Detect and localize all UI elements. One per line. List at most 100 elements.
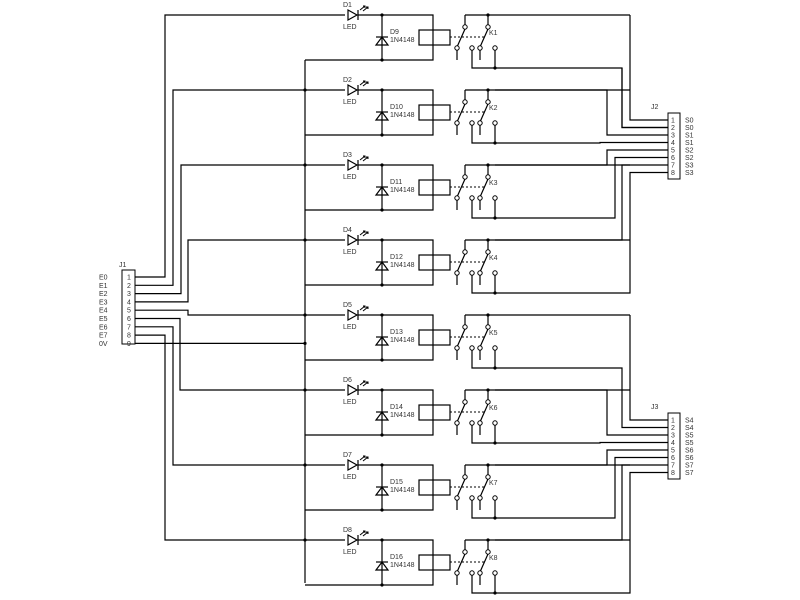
coil-loop xyxy=(305,314,434,361)
contact-terminal xyxy=(462,249,468,255)
contact-terminal xyxy=(485,99,491,105)
contact-terminal xyxy=(469,45,475,51)
relay-ref: K1 xyxy=(489,30,498,37)
contact-terminal xyxy=(477,270,483,276)
wire xyxy=(495,367,668,429)
led-ref: D6 xyxy=(343,377,352,384)
wire xyxy=(495,471,668,594)
j1-pin-number: 7 xyxy=(127,324,131,331)
led-light-arrows-icon xyxy=(359,530,369,537)
diode-ref: D16 xyxy=(390,554,403,561)
relay-coil-icon xyxy=(418,479,451,496)
connector-j2-pin-number: 2 xyxy=(671,125,675,132)
diode-type: 1N4148 xyxy=(390,187,415,194)
connector-j2-pin-number: 3 xyxy=(671,133,675,140)
wire xyxy=(495,464,668,541)
diode-ref: D10 xyxy=(390,104,403,111)
wire-e4 xyxy=(135,309,345,316)
wire xyxy=(495,456,668,519)
diode-ref: D12 xyxy=(390,254,403,261)
contact-terminal xyxy=(492,45,498,51)
relay-ref: K3 xyxy=(489,180,498,187)
coil-loop xyxy=(305,389,434,436)
contact-terminal xyxy=(477,195,483,201)
diode-type: 1N4148 xyxy=(390,262,415,269)
led-type: LED xyxy=(343,399,357,406)
led-light-arrows-icon xyxy=(359,80,369,87)
contact-terminal xyxy=(469,120,475,126)
coil-loop xyxy=(305,539,434,586)
connector-j3-signal-label: S7 xyxy=(685,470,694,477)
junction-dot xyxy=(303,538,307,542)
led-type: LED xyxy=(343,99,357,106)
coil-loop xyxy=(305,464,434,511)
switch-blade xyxy=(456,553,466,573)
wire xyxy=(495,141,668,144)
diode-type: 1N4148 xyxy=(390,562,415,569)
wire-input-3 xyxy=(135,239,345,303)
j1-pin-number: 3 xyxy=(127,291,131,298)
wire-input-2 xyxy=(135,164,345,295)
led-type: LED xyxy=(343,324,357,331)
diode-type: 1N4148 xyxy=(390,487,415,494)
contact-terminal xyxy=(485,399,491,405)
wire xyxy=(629,315,668,421)
wire xyxy=(495,89,668,136)
switch-blade xyxy=(479,403,489,423)
diode-ref: D9 xyxy=(390,29,399,36)
relay-ref: K6 xyxy=(489,405,498,412)
led-type: LED xyxy=(343,474,357,481)
relay-coil-icon xyxy=(418,554,451,571)
j1-signal-label: E4 xyxy=(99,308,108,315)
wire xyxy=(495,449,668,466)
connector-j3-signal-label: S6 xyxy=(685,448,694,455)
contact-terminal xyxy=(454,195,460,201)
led-light-arrows-icon xyxy=(359,230,369,237)
wire xyxy=(495,389,668,436)
connector-j3-signal-label: S5 xyxy=(685,440,694,447)
contact-terminal xyxy=(492,570,498,576)
j1-signal-label: E0 xyxy=(99,275,108,282)
led-icon xyxy=(347,308,359,322)
relay-ref: K4 xyxy=(489,255,498,262)
wire xyxy=(495,441,668,444)
contact-terminal xyxy=(485,324,491,330)
wire xyxy=(495,67,668,129)
led-type: LED xyxy=(343,174,357,181)
wire xyxy=(471,350,495,369)
contact-terminal xyxy=(485,24,491,30)
connector-j2-body xyxy=(667,112,681,180)
led-icon xyxy=(347,233,359,247)
wire xyxy=(495,156,668,219)
led-icon xyxy=(347,533,359,547)
wire-input-5 xyxy=(135,317,345,391)
led-ref: D4 xyxy=(343,227,352,234)
connector-j2-signal-label: S0 xyxy=(685,125,694,132)
junction-dot xyxy=(303,88,307,92)
led-ref: D2 xyxy=(343,77,352,84)
j1-signal-label: 0V xyxy=(99,341,108,348)
switch-blade xyxy=(456,478,466,498)
led-light-arrows-icon xyxy=(359,380,369,387)
switch-blade xyxy=(456,403,466,423)
switch-blade xyxy=(456,328,466,348)
diode-type: 1N4148 xyxy=(390,112,415,119)
contact-terminal xyxy=(469,195,475,201)
contact-terminal xyxy=(469,495,475,501)
switch-blade xyxy=(479,478,489,498)
j1-pin-number: 8 xyxy=(127,333,131,340)
contact-terminal xyxy=(454,345,460,351)
j1-signal-label: E2 xyxy=(99,291,108,298)
coil-loop xyxy=(305,164,434,211)
j1-pin-number: 4 xyxy=(127,299,131,306)
connector-j3-signal-label: S4 xyxy=(685,418,694,425)
diode-type: 1N4148 xyxy=(390,37,415,44)
contact-terminal xyxy=(454,570,460,576)
j1-pin-number: 1 xyxy=(127,275,131,282)
wire xyxy=(471,200,495,219)
switch-blade xyxy=(479,328,489,348)
diode-ref: D14 xyxy=(390,404,403,411)
wire-input-1 xyxy=(135,89,345,286)
switch-blade xyxy=(456,103,466,123)
